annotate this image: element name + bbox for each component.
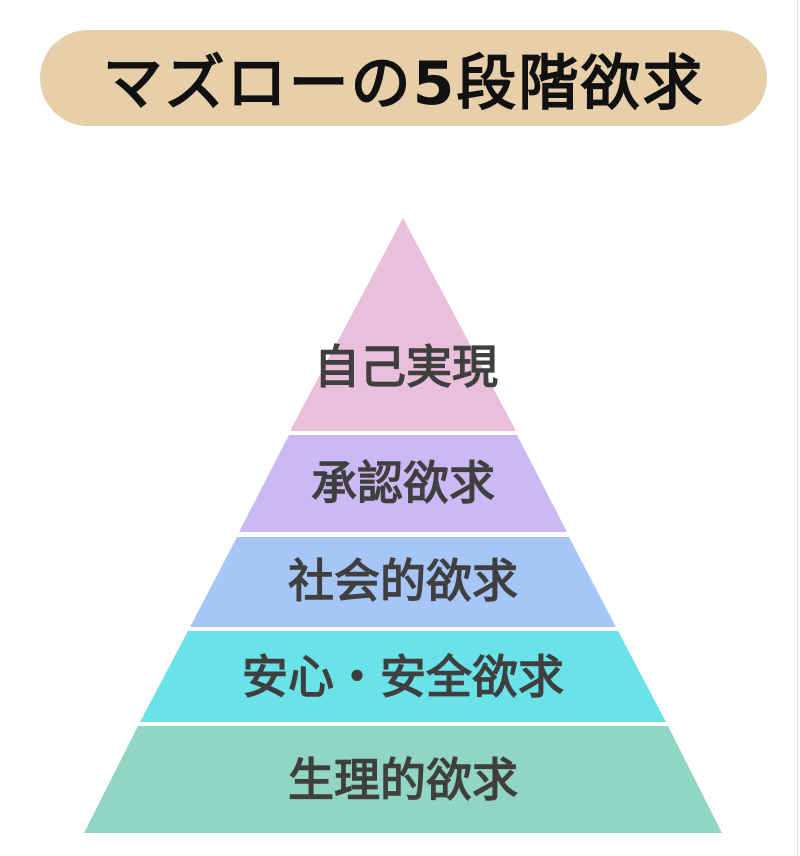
- tier-label-social: 社会的欲求: [288, 554, 518, 608]
- diagram-title: マズローの5段階欲求: [102, 48, 705, 119]
- title-banner: マズローの5段階欲求: [40, 30, 767, 126]
- tier-label-esteem: 承認欲求: [311, 456, 495, 510]
- tier-physiological: [84, 726, 722, 833]
- tier-social: [190, 537, 616, 627]
- tier-esteem: [239, 435, 567, 532]
- tier-label-safety: 安心・安全欲求: [242, 650, 564, 704]
- tier-self-actualization: [290, 218, 516, 431]
- tier-label-physiological: 生理的欲求: [288, 753, 518, 807]
- tier-label-self-actualization: 自己実現: [314, 340, 498, 394]
- tier-safety: [140, 631, 666, 722]
- page-edge-line: [797, 0, 798, 856]
